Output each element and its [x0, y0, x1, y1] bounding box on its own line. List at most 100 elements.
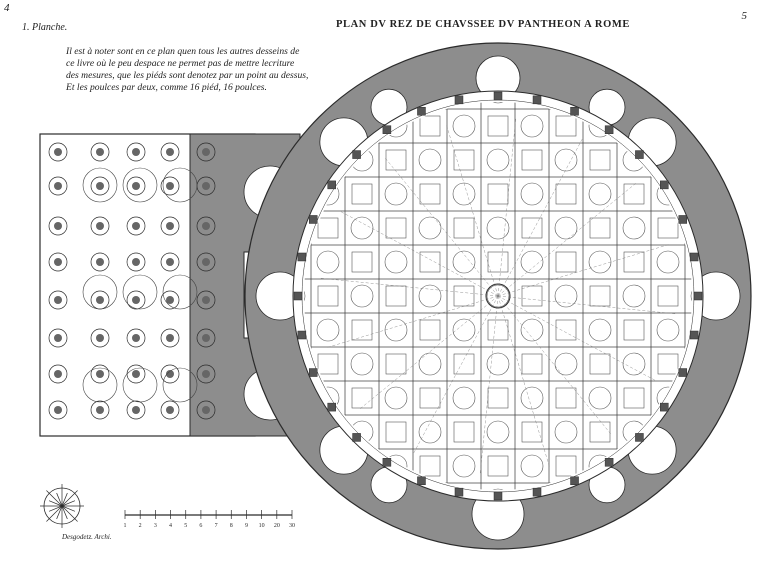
column	[493, 91, 503, 101]
scale-tick-label: 8	[230, 523, 233, 529]
column	[604, 458, 614, 467]
portico-column-core	[166, 334, 174, 342]
column	[327, 180, 336, 190]
floor-disc	[350, 216, 374, 240]
portico-column-core	[54, 334, 62, 342]
portico-column-core	[96, 406, 104, 414]
compass-point	[46, 490, 63, 507]
portico-column	[196, 400, 216, 420]
portico-column	[48, 216, 68, 236]
floor-square	[419, 251, 441, 273]
floor-disc	[304, 102, 306, 104]
portico-column-core	[132, 222, 140, 230]
floor-square	[304, 455, 305, 477]
portico-column	[90, 328, 110, 348]
column	[532, 95, 542, 105]
portico-column	[160, 400, 180, 420]
portico-column	[196, 142, 216, 162]
portico-column-core	[96, 148, 104, 156]
floor-disc	[486, 102, 510, 104]
floor-square	[623, 319, 645, 341]
floor-disc	[418, 216, 442, 240]
floor-disc	[384, 386, 408, 410]
portico-column-core	[202, 148, 210, 156]
portico-column-core	[96, 296, 104, 304]
floor-disc	[656, 318, 680, 342]
portico-column-core	[166, 182, 174, 190]
floor-square	[453, 421, 475, 443]
column	[678, 215, 688, 224]
column	[417, 476, 426, 486]
floor-square	[419, 183, 441, 205]
portico-column-core	[202, 222, 210, 230]
radial-line	[479, 295, 499, 476]
compass-point	[61, 505, 76, 512]
portico-column	[48, 142, 68, 162]
column	[297, 330, 307, 340]
portico-column-core	[96, 182, 104, 190]
scale-tick-label: 30	[289, 523, 295, 529]
floor-square	[521, 285, 543, 307]
floor-square	[589, 217, 611, 239]
floor-square	[487, 387, 509, 409]
radial-line	[325, 295, 499, 349]
floor-square	[419, 387, 441, 409]
portico-column	[196, 252, 216, 272]
radial-line	[497, 243, 671, 297]
column	[660, 180, 669, 190]
column	[635, 433, 644, 442]
bay-disc	[162, 167, 198, 203]
floor-disc	[350, 284, 374, 308]
floor-disc	[690, 102, 692, 104]
floor-square	[419, 115, 441, 137]
floor-square	[487, 183, 509, 205]
floor-disc	[520, 114, 544, 138]
floor-disc	[418, 148, 442, 172]
portico-column-core	[202, 296, 210, 304]
portico-column	[126, 290, 146, 310]
floor-disc	[622, 352, 646, 376]
portico-column	[160, 290, 180, 310]
portico-column-core	[132, 334, 140, 342]
scale-tick-label: 7	[215, 523, 218, 529]
floor-square	[453, 149, 475, 171]
floor-square	[385, 217, 407, 239]
portico-column-core	[132, 258, 140, 266]
bay-disc	[122, 274, 158, 310]
floor-disc	[520, 250, 544, 274]
compass-point	[56, 492, 63, 507]
note-line: Et les poulces par deux, comme 16 piéd, …	[66, 82, 267, 93]
portico-column-core	[96, 222, 104, 230]
portico-column	[126, 216, 146, 236]
floor-square	[657, 285, 679, 307]
scale-tick-label: 10	[259, 523, 265, 529]
floor-disc	[304, 488, 306, 490]
floor-disc	[486, 148, 510, 172]
floor-tile	[446, 482, 482, 490]
compass-point	[48, 505, 63, 512]
floor-square	[453, 217, 475, 239]
portico-column-core	[132, 406, 140, 414]
radial-line	[339, 210, 499, 297]
portico-column-core	[54, 258, 62, 266]
portico-column-core	[166, 148, 174, 156]
floor-square	[487, 455, 509, 477]
floor-square	[304, 115, 305, 137]
floor-disc	[622, 284, 646, 308]
radial-line	[497, 295, 551, 469]
floor-disc	[316, 250, 340, 274]
scale-tick-label: 20	[274, 523, 280, 529]
floor-square	[453, 353, 475, 375]
scale-tick-label: 6	[199, 523, 202, 529]
page-number-left: 4	[4, 2, 10, 14]
floor-square	[419, 319, 441, 341]
column	[308, 215, 318, 224]
portico-column-core	[132, 148, 140, 156]
portico-column	[160, 364, 180, 384]
floor-square	[657, 489, 679, 490]
column	[293, 291, 303, 301]
column	[678, 368, 688, 377]
floor-disc	[486, 488, 510, 490]
floor-square	[351, 319, 373, 341]
